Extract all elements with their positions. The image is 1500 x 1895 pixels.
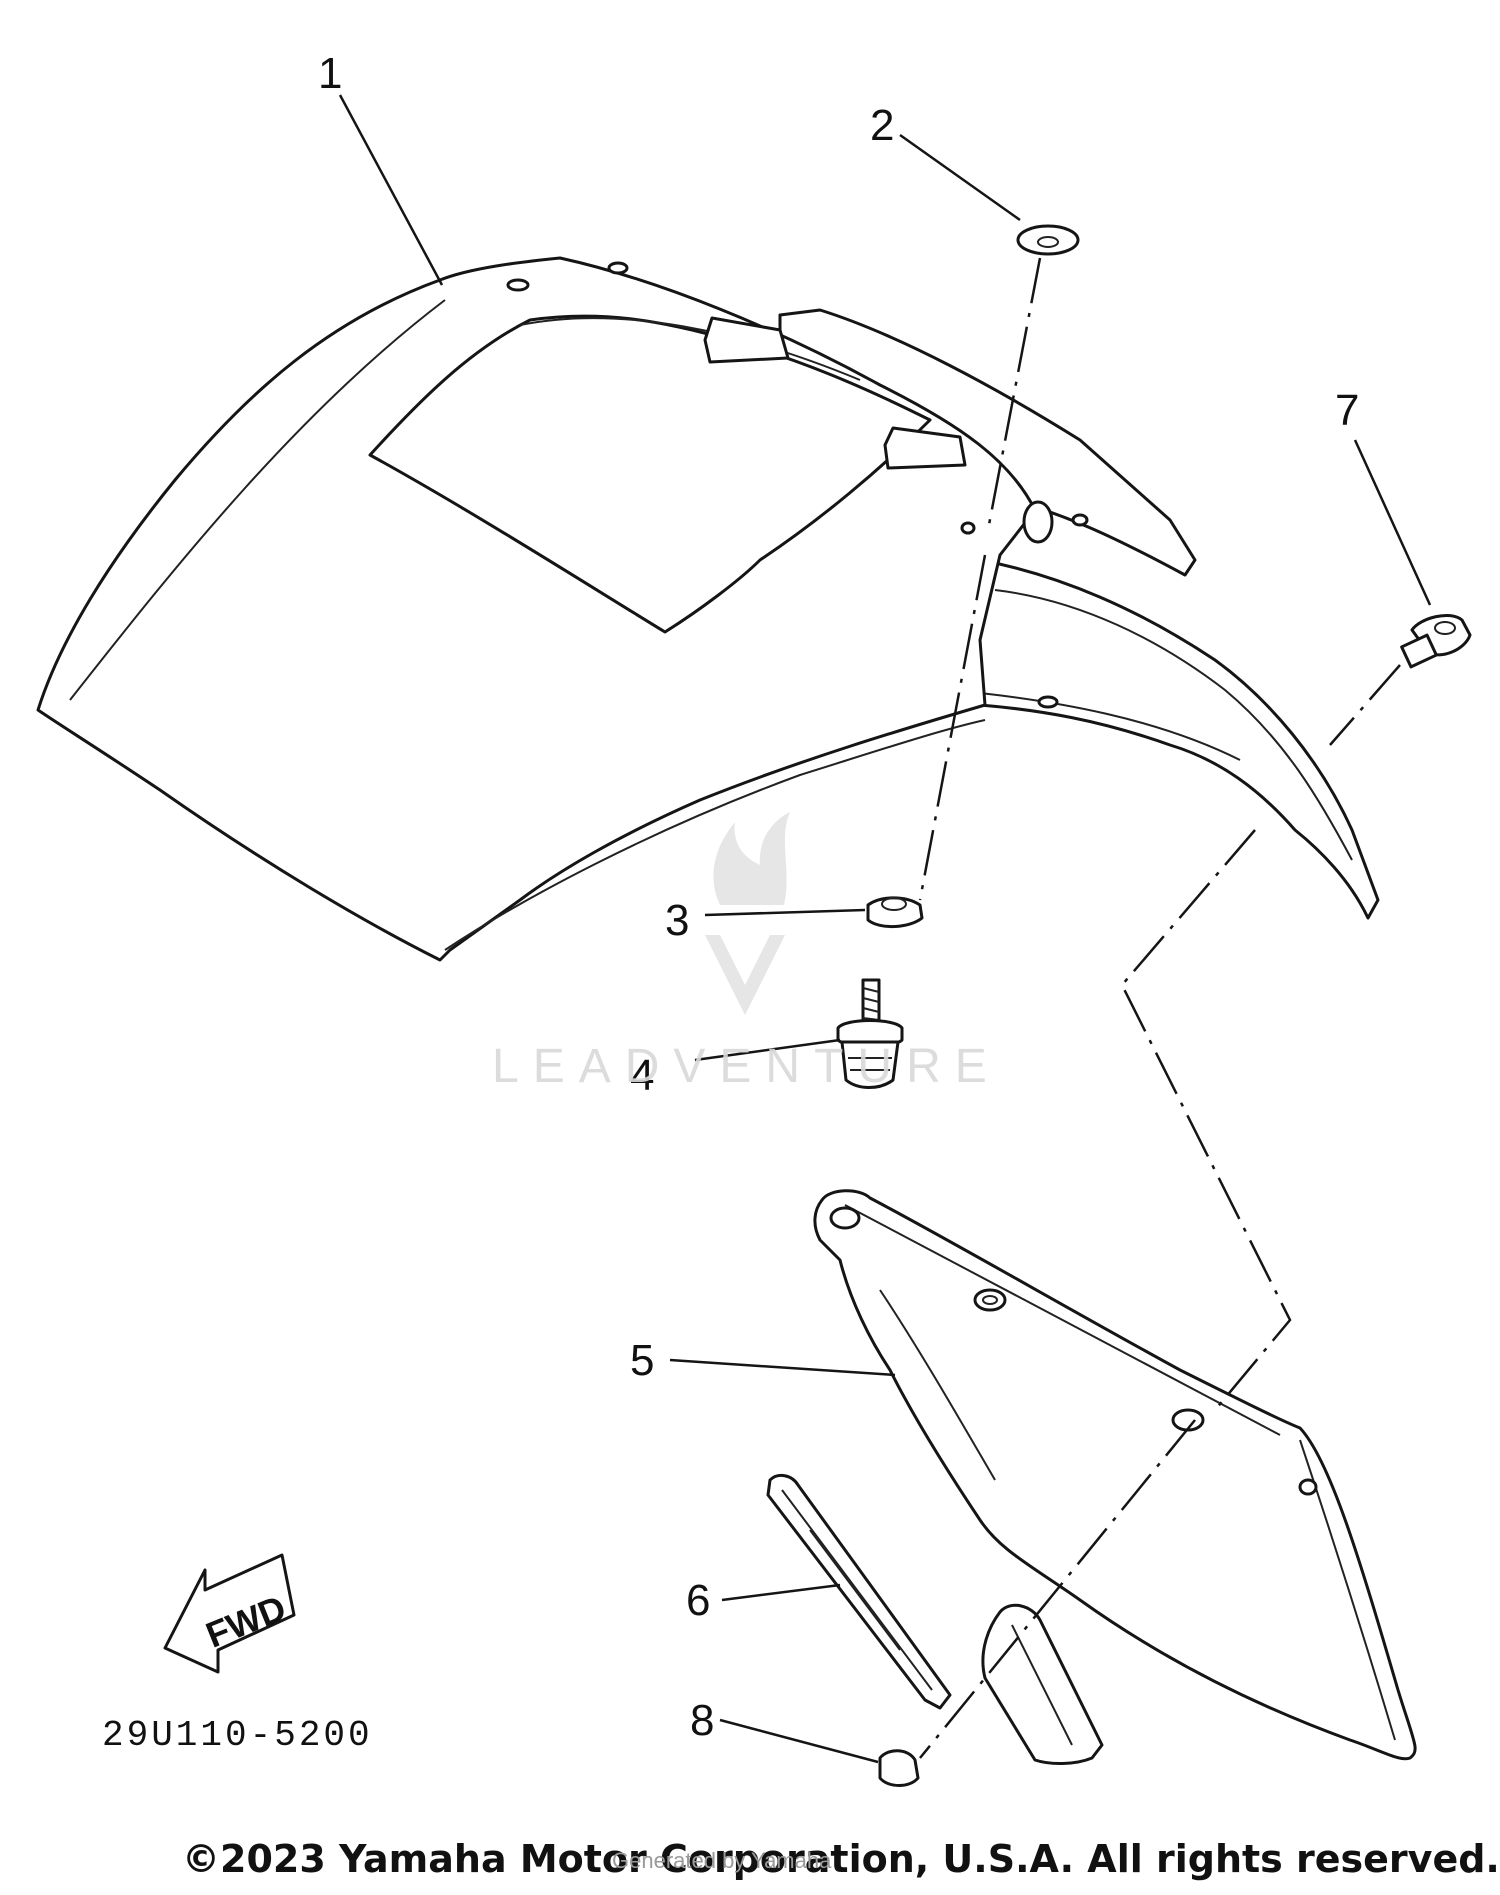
- part-label-8: 8: [690, 1696, 714, 1745]
- nut-part[interactable]: [878, 1749, 920, 1787]
- washer-part[interactable]: [1016, 224, 1080, 256]
- watermark-text: LEADVENTURE: [492, 1040, 1001, 1093]
- leader-lines: [338, 94, 1432, 1764]
- part-label-2: 2: [870, 101, 894, 150]
- part-label-3: 3: [665, 896, 689, 945]
- assembly-center-lines: [918, 257, 1401, 1759]
- rear-fender-decal-area: [368, 314, 932, 634]
- bolt-part[interactable]: [836, 978, 904, 1089]
- rear-fender-part[interactable]: [36, 256, 1380, 962]
- license-plate-bracket-part[interactable]: [813, 1189, 1417, 1761]
- copyright-notice: ©2023 Yamaha Motor Corporation, U.S.A. A…: [182, 1837, 1500, 1881]
- part-label-4: 4: [630, 1051, 654, 1100]
- part-label-1: 1: [318, 49, 342, 98]
- part-number-labels: 1 2 7 3 4 5 6 8: [318, 49, 1359, 1745]
- forward-direction-arrow: FWD: [163, 1553, 296, 1674]
- part-label-6: 6: [686, 1576, 710, 1625]
- diagram-code: 29U110-5200: [102, 1715, 373, 1756]
- part-label-7: 7: [1335, 386, 1359, 435]
- fwd-arrow-icon: [163, 1553, 296, 1674]
- bracket-hook: [981, 1603, 1104, 1765]
- rear-fender-side-panel: [978, 558, 1380, 920]
- part-label-5: 5: [630, 1336, 654, 1385]
- watermark: LEADVENTURE: [492, 812, 1001, 1093]
- damper-part[interactable]: [866, 896, 924, 928]
- screw-part[interactable]: [1400, 614, 1472, 669]
- reflector-part[interactable]: [766, 1473, 952, 1710]
- copyright-overlay-text: Generated by Yamaha: [612, 1848, 832, 1873]
- flame-v-logo-icon: [705, 812, 790, 1015]
